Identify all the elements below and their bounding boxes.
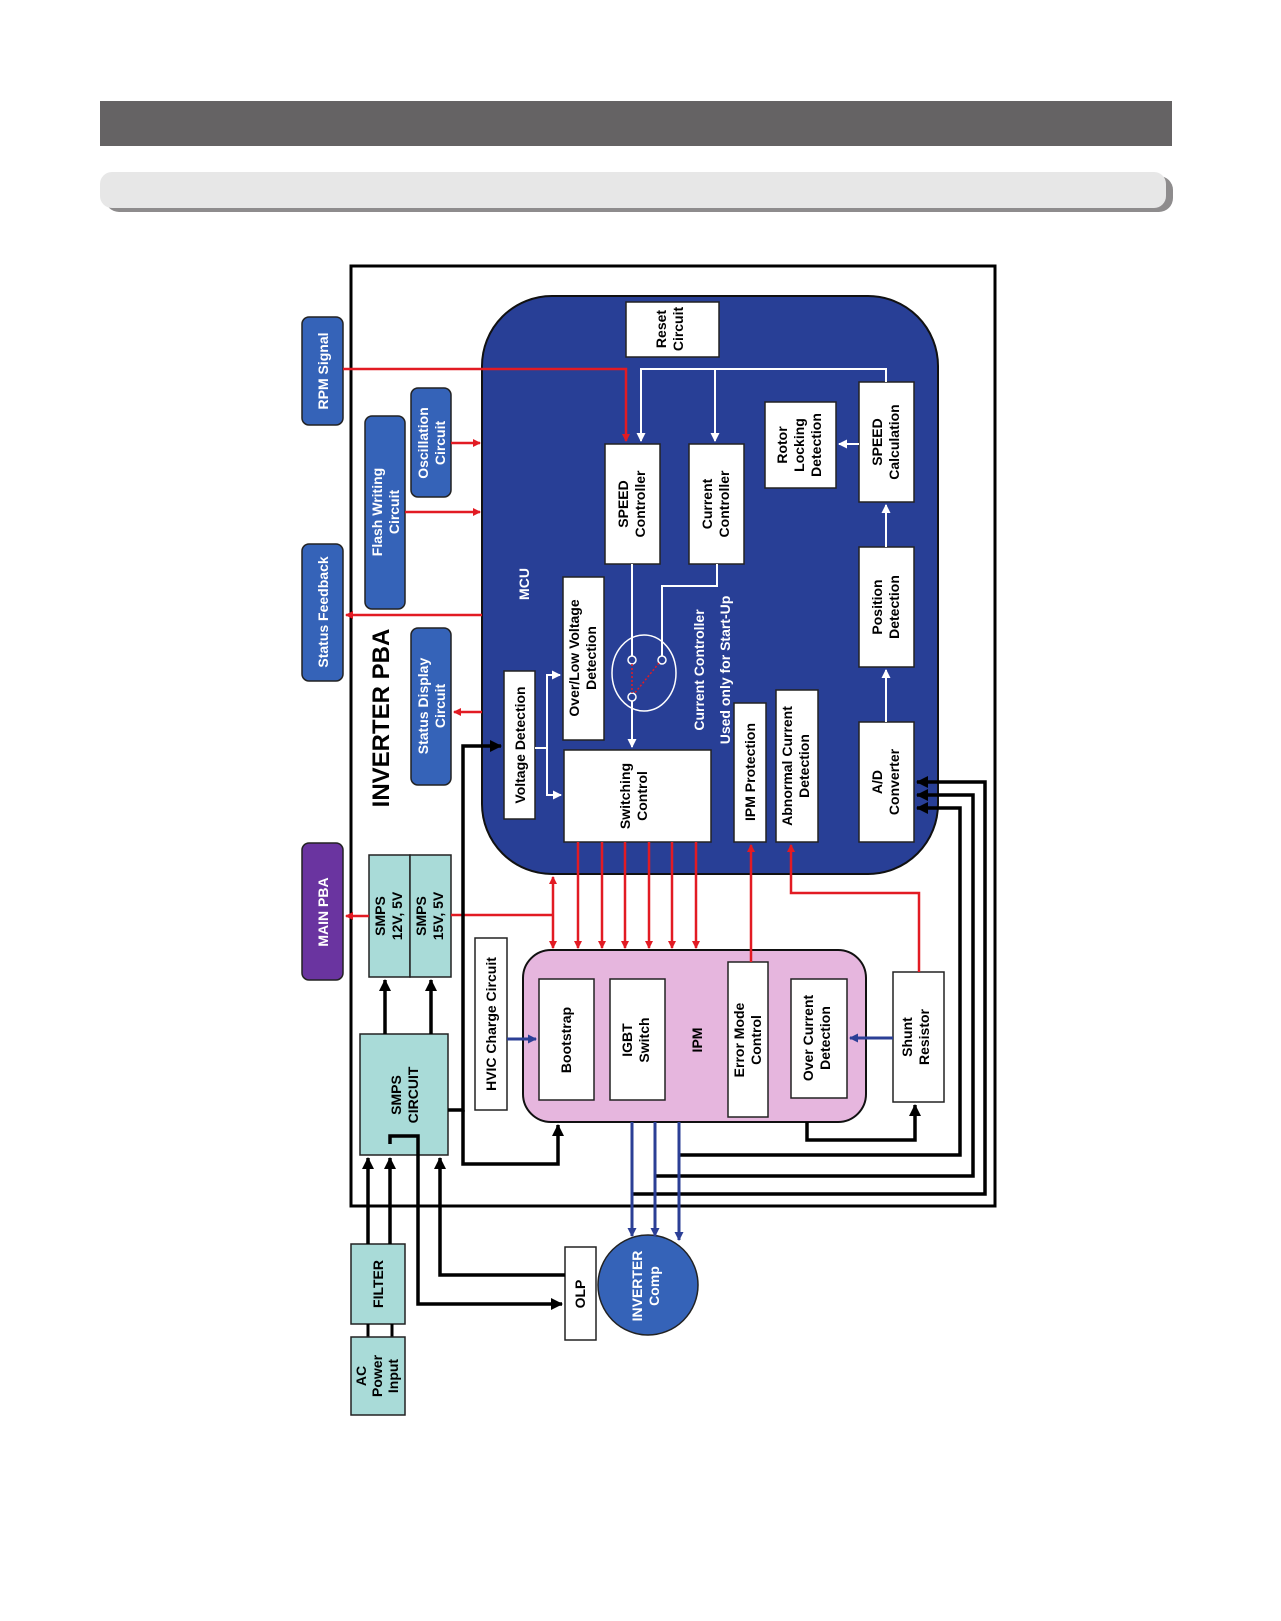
filter-label: FILTER bbox=[370, 1260, 386, 1308]
olp-label: OLP bbox=[572, 1280, 588, 1309]
oscillation-circuit-box: OscillationCircuit bbox=[410, 387, 452, 498]
olp-box: OLP bbox=[564, 1246, 597, 1341]
over-low-voltage-detection-box: Over/Low VoltageDetection bbox=[562, 576, 605, 741]
speed-controller-label: SPEEDController bbox=[615, 470, 648, 537]
over-current-label: Over CurrentDetection bbox=[800, 994, 833, 1081]
ipm-block bbox=[522, 949, 867, 1123]
smps-12v-label: SMPS12V, 5V bbox=[372, 891, 405, 940]
over-current-detection-box: Over CurrentDetection bbox=[790, 978, 848, 1099]
hvic-charge-circuit-box: HVIC Charge Circuit bbox=[474, 937, 508, 1111]
reset-circuit-box: ResetCircuit bbox=[625, 301, 720, 358]
current-controller-box: CurrentController bbox=[688, 443, 745, 565]
error-mode-control-box: Error ModeControl bbox=[727, 961, 769, 1118]
blue-lines bbox=[507, 1033, 893, 1241]
hvic-label: HVIC Charge Circuit bbox=[483, 957, 499, 1091]
ac-power-input-label: ACPowerInput bbox=[353, 1354, 401, 1397]
rpm-signal-box: RPM Signal bbox=[301, 316, 344, 426]
status-display-circuit-box: Status DisplayCircuit bbox=[410, 627, 452, 786]
red-signal-lines bbox=[343, 367, 921, 972]
smps-15v-box: SMPS15V, 5V bbox=[409, 854, 452, 978]
subheader-bar bbox=[100, 172, 1166, 208]
black-power-lines bbox=[362, 740, 987, 1310]
speed-controller-box: SPEEDController bbox=[604, 443, 661, 565]
inverter-pba-title: INVERTER PBA bbox=[368, 629, 395, 808]
flash-writing-circuit-box: Flash WritingCircuit bbox=[364, 415, 406, 610]
main-pba-box: MAIN PBA bbox=[301, 842, 344, 981]
over-low-voltage-label: Over/Low VoltageDetection bbox=[566, 599, 599, 716]
main-pba-label: MAIN PBA bbox=[315, 877, 331, 946]
speed-calculation-box: SPEEDCalculation bbox=[858, 381, 915, 503]
smps-circuit-label: SMPSCIRCUIT bbox=[388, 1066, 421, 1123]
ad-converter-box: A/DConverter bbox=[858, 721, 915, 843]
switching-control-box: SwitchingControl bbox=[563, 749, 712, 843]
shunt-resistor-box: ShuntResistor bbox=[892, 971, 945, 1103]
status-feedback-label: Status Feedback bbox=[315, 556, 331, 667]
inverter-comp-label: INVERTERComp bbox=[629, 1251, 662, 1322]
voltage-detection-label: Voltage Detection bbox=[512, 686, 528, 803]
ipm-protection-box: IPM Protection bbox=[733, 702, 767, 843]
ac-power-input-box: ACPowerInput bbox=[350, 1336, 406, 1416]
smps-12v-box: SMPS12V, 5V bbox=[368, 854, 411, 978]
oscillation-label: OscillationCircuit bbox=[415, 407, 448, 479]
abnormal-current-label: Abnormal CurrentDetection bbox=[779, 706, 812, 826]
abnormal-current-detection-box: Abnormal CurrentDetection bbox=[775, 689, 819, 843]
white-internal-lines bbox=[535, 368, 891, 800]
position-detection-box: PositionDetection bbox=[858, 546, 915, 668]
ipm-protection-label: IPM Protection bbox=[742, 723, 758, 821]
status-display-label: Status DisplayCircuit bbox=[415, 658, 448, 755]
inverter-pba-frame bbox=[349, 264, 997, 1208]
current-controller-label: CurrentController bbox=[699, 470, 732, 537]
section-header-bar bbox=[100, 101, 1172, 146]
filter-box: FILTER bbox=[350, 1243, 406, 1325]
voltage-detection-box: Voltage Detection bbox=[503, 670, 536, 820]
switching-control-label: SwitchingControl bbox=[617, 763, 650, 829]
flash-writing-label: Flash WritingCircuit bbox=[369, 468, 402, 556]
rotor-locking-label: RotorLockingDetection bbox=[774, 413, 824, 477]
inverter-comp-circle: INVERTERComp bbox=[597, 1234, 699, 1336]
reset-circuit-label: ResetCircuit bbox=[653, 306, 686, 351]
ad-converter-label: A/DConverter bbox=[869, 748, 902, 815]
igbt-switch-box: IGBTSwitch bbox=[609, 978, 666, 1101]
speed-calculation-label: SPEEDCalculation bbox=[869, 404, 902, 479]
position-detection-label: PositionDetection bbox=[869, 575, 902, 639]
ipm-label: IPM bbox=[689, 1028, 705, 1053]
mcu-label: MCU bbox=[516, 568, 532, 600]
bootstrap-box: Bootstrap bbox=[538, 978, 595, 1101]
smps-15v-label: SMPS15V, 5V bbox=[413, 891, 446, 940]
igbt-switch-label: IGBTSwitch bbox=[619, 1017, 652, 1062]
error-mode-label: Error ModeControl bbox=[731, 1002, 764, 1077]
shunt-resistor-label: ShuntResistor bbox=[899, 1008, 932, 1065]
controller-selector-switch bbox=[611, 634, 677, 712]
rotor-locking-detection-box: RotorLockingDetection bbox=[764, 401, 837, 489]
status-feedback-box: Status Feedback bbox=[301, 543, 344, 682]
bootstrap-label: Bootstrap bbox=[558, 1007, 574, 1073]
rpm-signal-label: RPM Signal bbox=[315, 332, 331, 409]
